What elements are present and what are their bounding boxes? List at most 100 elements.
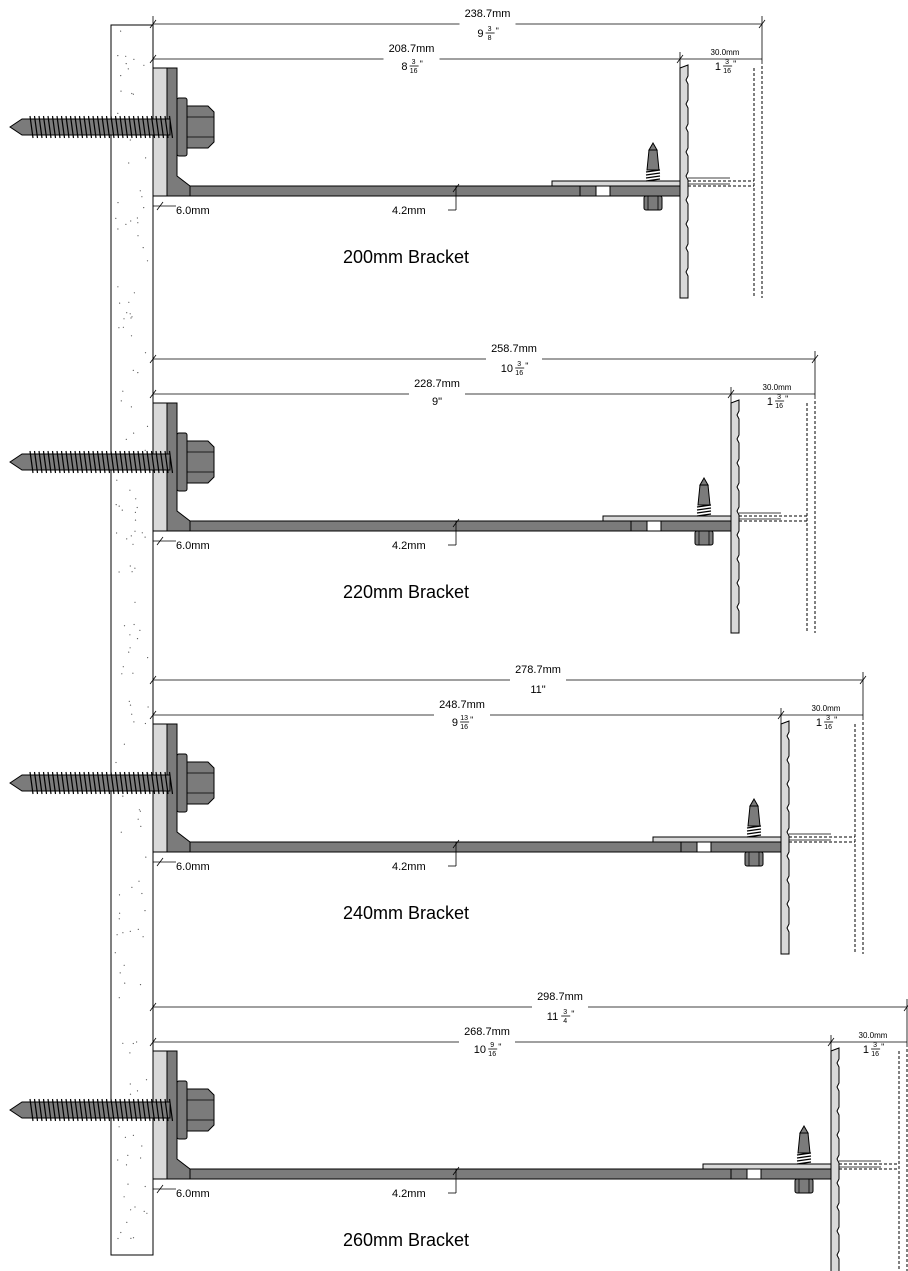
thickness-label: 6.0mm <box>176 1188 210 1200</box>
wall-speckle <box>129 647 131 649</box>
wall-speckle <box>146 260 149 262</box>
bracket-title: 240mm Bracket <box>343 903 469 923</box>
wall-speckle <box>121 509 123 511</box>
wall-screw-thread <box>42 450 48 474</box>
wall-speckle <box>134 530 136 532</box>
wall-speckle <box>117 1159 119 1161</box>
wall-screw-thread <box>69 771 75 795</box>
small-screw-thread <box>645 178 661 182</box>
wall-speckle <box>138 880 140 882</box>
wall-speckle <box>120 75 122 77</box>
dimension-tick <box>149 675 157 685</box>
gap-in-label-den: 16 <box>723 68 731 75</box>
wall-speckle <box>145 157 147 159</box>
wall-speckle <box>120 400 122 402</box>
connector-plate <box>730 1168 832 1180</box>
wall-screw-thread <box>78 450 84 474</box>
wall-screw-thread <box>65 115 70 139</box>
small-screw-thread <box>746 828 762 832</box>
gap-mm-label: 30.0mm <box>859 1031 888 1040</box>
wall-screw-thread <box>78 771 84 795</box>
wall-speckle <box>143 64 145 66</box>
wall-speckle <box>128 700 130 703</box>
wall-screw-thread <box>141 115 147 139</box>
wall-speckle <box>129 704 132 706</box>
wall-screw-thread <box>132 1098 138 1122</box>
wall-speckle <box>132 93 134 95</box>
wall-screw-thread <box>65 771 70 795</box>
wall-speckle <box>128 651 130 653</box>
wall-screw-thread <box>87 450 93 474</box>
wall-speckle <box>129 489 131 491</box>
wall-screw-thread <box>146 450 151 474</box>
gap-in-label-inch: " <box>834 715 837 725</box>
wall-speckle <box>142 247 144 249</box>
wall-speckle <box>131 92 133 95</box>
wall-speckle <box>125 63 127 65</box>
wall-speckle <box>145 856 147 858</box>
wall-speckle <box>133 432 135 434</box>
wall-speckle <box>121 673 123 675</box>
wall-screw-thread <box>159 771 165 795</box>
bracket-arm <box>189 520 642 532</box>
wall-screw-washer <box>176 753 188 813</box>
vertical-fin <box>780 720 790 955</box>
wall-screw-thread <box>132 771 138 795</box>
wall-speckle <box>133 721 135 723</box>
wall-screw-thread <box>168 771 174 795</box>
wall-speckle <box>139 984 142 986</box>
wall-screw-thread <box>29 450 34 474</box>
wall-speckle <box>125 438 127 440</box>
wall-speckle <box>144 352 147 354</box>
wall-speckle <box>134 601 136 603</box>
wall-speckle <box>143 1210 145 1212</box>
wall-speckle <box>129 1093 132 1095</box>
overall-mm-label: 238.7mm <box>465 8 511 20</box>
small-screw-thread <box>796 1158 812 1162</box>
wall-speckle <box>127 1154 129 1156</box>
wall-speckle <box>126 538 128 540</box>
wall-screw-washer <box>176 1080 188 1140</box>
wall-speckle <box>117 1237 119 1240</box>
wall-speckle <box>131 713 133 715</box>
slot <box>696 841 712 853</box>
gap-in-label-num: 3 <box>826 715 830 722</box>
wall-speckle <box>127 1183 129 1185</box>
wall-speckle <box>130 406 132 408</box>
wall-speckle <box>119 972 121 974</box>
wall-speckle <box>122 666 124 668</box>
wall-screw-thread <box>74 115 79 139</box>
overall-in-label-whole: 9 <box>477 28 483 40</box>
wall-speckle <box>118 327 120 329</box>
wall-speckle <box>136 638 139 640</box>
wall-speckle <box>136 1041 138 1043</box>
gap-mm-label: 30.0mm <box>812 704 841 713</box>
dimension-tick <box>156 1184 164 1194</box>
inner-in-label-whole: 9" <box>432 396 442 408</box>
wall-speckle <box>115 217 117 219</box>
wall-speckle <box>144 910 146 912</box>
gap-in-label-num: 3 <box>873 1042 877 1049</box>
wall-screw-thread <box>42 115 48 139</box>
small-screw-thread <box>696 510 712 514</box>
wall-speckle <box>137 818 139 820</box>
small-screw-head <box>744 851 764 867</box>
wall-screw-thread <box>128 771 133 795</box>
small-screw-thread <box>746 834 762 838</box>
wall-screw-thread <box>150 771 156 795</box>
wall-screw-thread <box>110 115 115 139</box>
wall-speckle <box>123 743 125 745</box>
gap-in-label-den: 16 <box>775 403 783 410</box>
label-mask <box>383 46 440 74</box>
wall-screw-thread <box>101 450 106 474</box>
wall-speckle <box>118 1126 120 1128</box>
dimension-tick <box>156 201 164 211</box>
wall-speckle <box>115 504 117 506</box>
wall-screw-thread <box>92 115 97 139</box>
wall-screw-thread <box>38 115 43 139</box>
gap-in-label-whole: 1 <box>863 1044 869 1056</box>
wall-screw-thread <box>74 1098 79 1122</box>
inner-in-label-den: 16 <box>410 68 418 75</box>
wall-speckle <box>129 313 131 315</box>
bracket-title: 220mm Bracket <box>343 582 469 602</box>
